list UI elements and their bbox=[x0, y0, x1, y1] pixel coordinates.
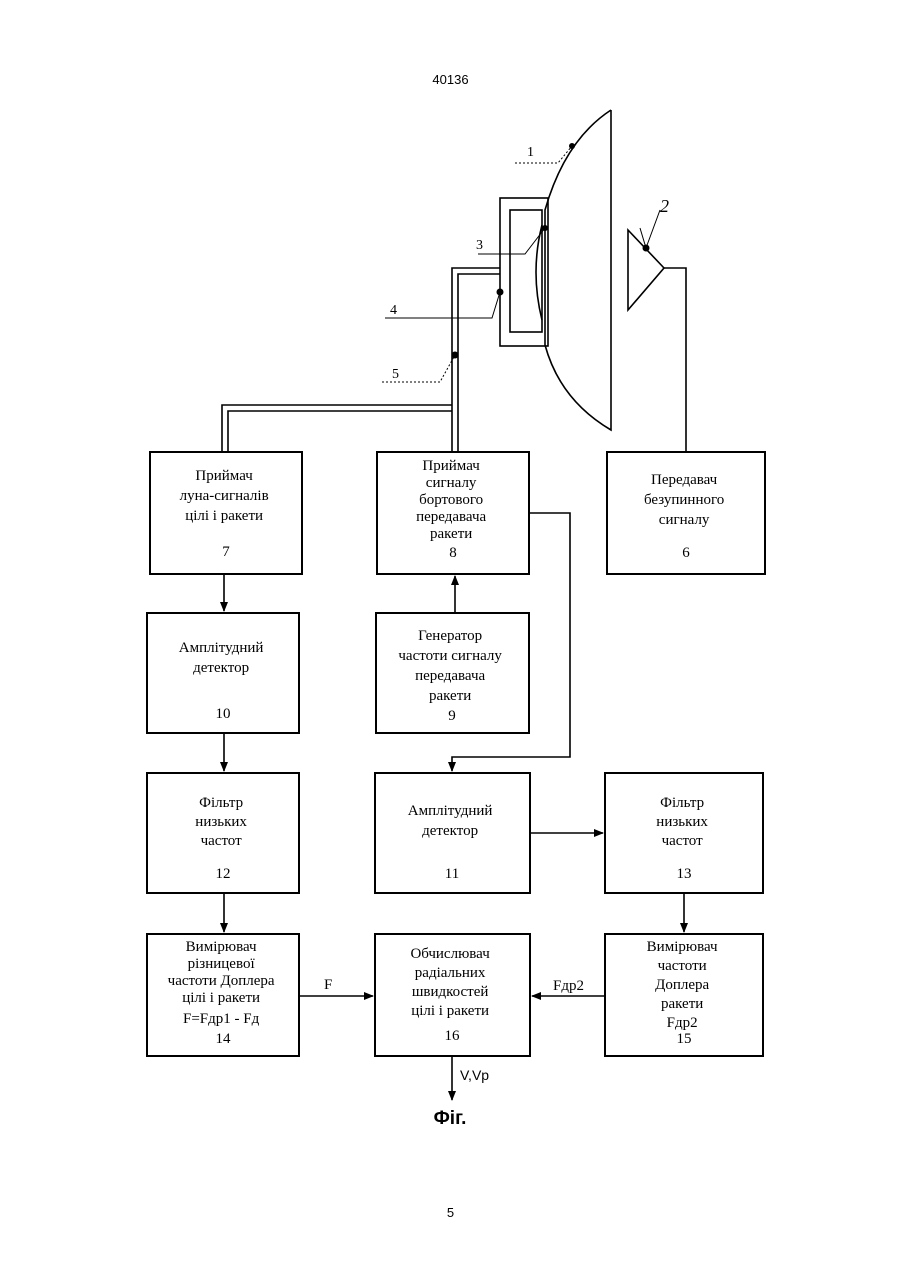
feed-inner bbox=[510, 210, 542, 332]
block-9-line: частоти сигналу bbox=[398, 648, 502, 664]
horn-feed-line bbox=[664, 268, 686, 452]
block-13-line: частот bbox=[662, 833, 704, 849]
block-7-line: Приймач bbox=[195, 468, 253, 484]
block-14-formula: F=Fдр1 - Fд bbox=[183, 1011, 260, 1027]
output-label: V,Vp bbox=[460, 1067, 489, 1083]
block-6-line: безупинного bbox=[644, 492, 724, 508]
label-line-4: 4 bbox=[390, 303, 397, 318]
block-8-line: Приймач bbox=[422, 458, 480, 474]
block-11-line: Амплітудний bbox=[408, 803, 493, 819]
block-15-line: частоти bbox=[658, 958, 707, 974]
block-10-line: Амплітудний bbox=[179, 640, 264, 656]
block-16-line: Обчислювач bbox=[410, 946, 490, 962]
block-7-number: 7 bbox=[222, 544, 230, 560]
block-14-line: різницевої bbox=[188, 956, 256, 972]
horn-antenna bbox=[628, 230, 664, 310]
block-7-line: луна-сигналів bbox=[180, 488, 269, 504]
block-9-line: передавача bbox=[415, 668, 485, 684]
block-6-number: 6 bbox=[682, 545, 690, 561]
block-6-line: сигналу bbox=[659, 512, 710, 528]
block-12-number: 12 bbox=[216, 866, 231, 882]
feed-housing bbox=[500, 198, 548, 346]
block-12-line: частот bbox=[201, 833, 243, 849]
block-9-number: 9 bbox=[448, 708, 456, 724]
block-9-line: Генератор bbox=[418, 628, 482, 644]
block-7-line: цілі і ракети bbox=[185, 508, 263, 524]
signal-label-f-dr2: Fдр2 bbox=[553, 978, 584, 994]
block-9-line: ракети bbox=[429, 688, 471, 704]
block-15-line: Fдр2 bbox=[667, 1015, 698, 1031]
block-15-line: ракети bbox=[661, 996, 703, 1012]
label-horn-2: 2 bbox=[660, 196, 669, 216]
antenna-assembly bbox=[452, 110, 665, 430]
block-11-number: 11 bbox=[445, 866, 459, 882]
block-8-line: передавача bbox=[416, 509, 486, 525]
waveguides bbox=[222, 268, 686, 452]
block-16-line: швидкостей bbox=[412, 984, 489, 1000]
label-dish-1: 1 bbox=[527, 145, 534, 160]
parabolic-dish bbox=[545, 110, 611, 430]
block-13-line: Фільтр bbox=[660, 795, 704, 811]
label-line-5: 5 bbox=[392, 367, 399, 382]
block-14-line: частоти Доплера bbox=[168, 973, 275, 989]
block-15-line: Доплера bbox=[655, 977, 709, 993]
block-8-number: 8 bbox=[449, 545, 457, 561]
block-8-line: сигналу bbox=[426, 475, 477, 491]
block-16-line: цілі і ракети bbox=[411, 1003, 489, 1019]
block-11-line: детектор bbox=[422, 823, 478, 839]
figure-caption: Фіг. bbox=[434, 1108, 467, 1129]
block-15-number: 15 bbox=[677, 1031, 692, 1047]
block-8-line: бортового bbox=[419, 492, 483, 508]
block-10-line: детектор bbox=[193, 660, 249, 676]
block-13-line: низьких bbox=[656, 814, 708, 830]
signal-label-f: F bbox=[324, 977, 332, 993]
block-6-line: Передавач bbox=[651, 472, 718, 488]
block-16-number: 16 bbox=[445, 1028, 461, 1044]
block-8-line: ракети bbox=[430, 526, 472, 542]
block-13-number: 13 bbox=[677, 866, 692, 882]
block-12-line: низьких bbox=[195, 814, 247, 830]
block-14-line: цілі і ракети bbox=[182, 990, 260, 1006]
block-14-number: 14 bbox=[216, 1031, 232, 1047]
block-10-number: 10 bbox=[216, 706, 231, 722]
block-16-line: радіальних bbox=[415, 965, 486, 981]
label-feed-3: 3 bbox=[476, 238, 483, 253]
block-12-line: Фільтр bbox=[199, 795, 243, 811]
block-14-line: Вимірювач bbox=[186, 939, 257, 955]
block-15-line: Вимірювач bbox=[647, 939, 718, 955]
